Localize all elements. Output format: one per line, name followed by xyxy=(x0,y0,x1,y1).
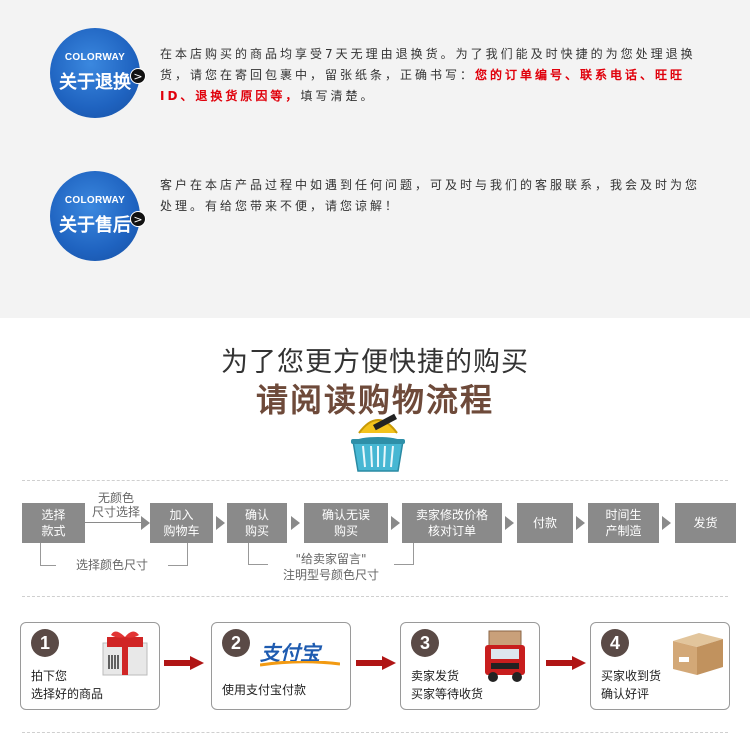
headline-title: 请阅读购物流程 xyxy=(255,381,494,419)
badge-brand: COLORWAY xyxy=(64,52,126,63)
step-card-text: 拍下您选择好的商品 xyxy=(31,669,104,701)
return-policy-text-highlight: 您的订单编号、联系电话、旺旺ID、退换货原因等， xyxy=(160,68,686,103)
flow-note-no-color-size: 无颜色尺寸选择 xyxy=(91,491,140,519)
return-policy-badge: COLORWAY 关于退换 > xyxy=(50,28,146,118)
return-policy-text-plain: 在本店购买的商品均享受7天无理由退换货。为了我们能及时快捷的为您处理退换货，请您… xyxy=(160,47,696,82)
step-card-shipping: 3 卖家发货买家等待收货 xyxy=(400,622,540,710)
step-card-text: 买家收到货确认好评 xyxy=(601,669,662,701)
after-sales-badge: COLORWAY 关于售后 > xyxy=(50,171,146,261)
badge-title: 关于退换 xyxy=(59,72,131,93)
arrow-right-icon xyxy=(546,656,586,670)
alipay-logo-swoosh xyxy=(260,661,340,667)
step-card-text: 卖家发货买家等待收货 xyxy=(411,669,484,701)
arrow-right-icon xyxy=(291,516,300,530)
return-policy-block: COLORWAY 关于退换 > 在本店购买的商品均享受7天无理由退换货。为了我们… xyxy=(50,22,730,122)
arrow-right-icon xyxy=(141,516,150,530)
return-policy-text: 在本店购买的商品均享受7天无理由退换货。为了我们能及时快捷的为您处理退换货，请您… xyxy=(160,44,700,107)
arrow-right-icon xyxy=(164,656,204,670)
after-sales-block: COLORWAY 关于售后 > 客户在本店产品过程中如遇到任何问题，可及时与我们… xyxy=(50,165,730,265)
arrow-right-icon xyxy=(216,516,225,530)
shopping-basket-icon xyxy=(351,413,405,472)
step-number: 3 xyxy=(411,629,439,657)
delivery-truck-icon xyxy=(485,630,525,682)
gift-barcode-icon xyxy=(102,631,148,676)
arrow-right-icon xyxy=(576,516,585,530)
chevron-right-icon: > xyxy=(130,68,146,84)
step-card-place-order: 1 拍下您选择好的商品 xyxy=(20,622,160,710)
step-number: 4 xyxy=(601,629,629,657)
step-number: 1 xyxy=(31,629,59,657)
arrow-right-icon xyxy=(391,516,400,530)
arrow-right-icon xyxy=(505,516,514,530)
return-policy-text-tail: 填写清楚。 xyxy=(300,89,376,103)
flow-step-price-review: 卖家修改价格核对订单 xyxy=(402,503,502,543)
step-card-text: 使用支付宝付款 xyxy=(222,683,307,697)
arrow-right-icon xyxy=(662,516,671,530)
flow-step-select-style: 选择款式 xyxy=(22,503,85,543)
flow-connector xyxy=(85,522,141,523)
badge-title: 关于售后 xyxy=(59,215,131,236)
divider xyxy=(22,732,728,733)
flow-note-select-color-size: 选择颜色尺寸 xyxy=(56,556,168,573)
flow-step-production: 时间生产制造 xyxy=(588,503,659,543)
step-number: 2 xyxy=(222,629,250,657)
after-sales-text: 客户在本店产品过程中如遇到任何问题，可及时与我们的客服联系，我会及时为您处理。有… xyxy=(160,178,701,213)
flow-note-leave-message: "给卖家留言"注明型号颜色尺寸 xyxy=(268,551,394,583)
flow-step-confirm-purchase: 确认购买 xyxy=(227,503,287,543)
divider xyxy=(22,480,728,481)
arrow-right-icon xyxy=(356,656,396,670)
headline-subtitle: 为了您更方便快捷的购买 xyxy=(221,347,529,378)
step-card-alipay: 2 支付宝 使用支付宝付款 xyxy=(211,622,351,710)
chevron-right-icon: > xyxy=(130,211,146,227)
after-sales-info-section: COLORWAY 关于退换 > 在本店购买的商品均享受7天无理由退换货。为了我们… xyxy=(0,0,750,318)
flow-step-shipping: 发货 xyxy=(675,503,736,543)
divider xyxy=(22,596,728,597)
flow-step-verify-purchase: 确认无误购买 xyxy=(304,503,388,543)
flow-step-payment: 付款 xyxy=(517,503,573,543)
badge-brand: COLORWAY xyxy=(64,195,126,206)
flow-step-add-to-cart: 加入购物车 xyxy=(150,503,213,543)
package-box-icon xyxy=(673,633,723,675)
step-card-receive: 4 买家收到货确认好评 xyxy=(590,622,730,710)
